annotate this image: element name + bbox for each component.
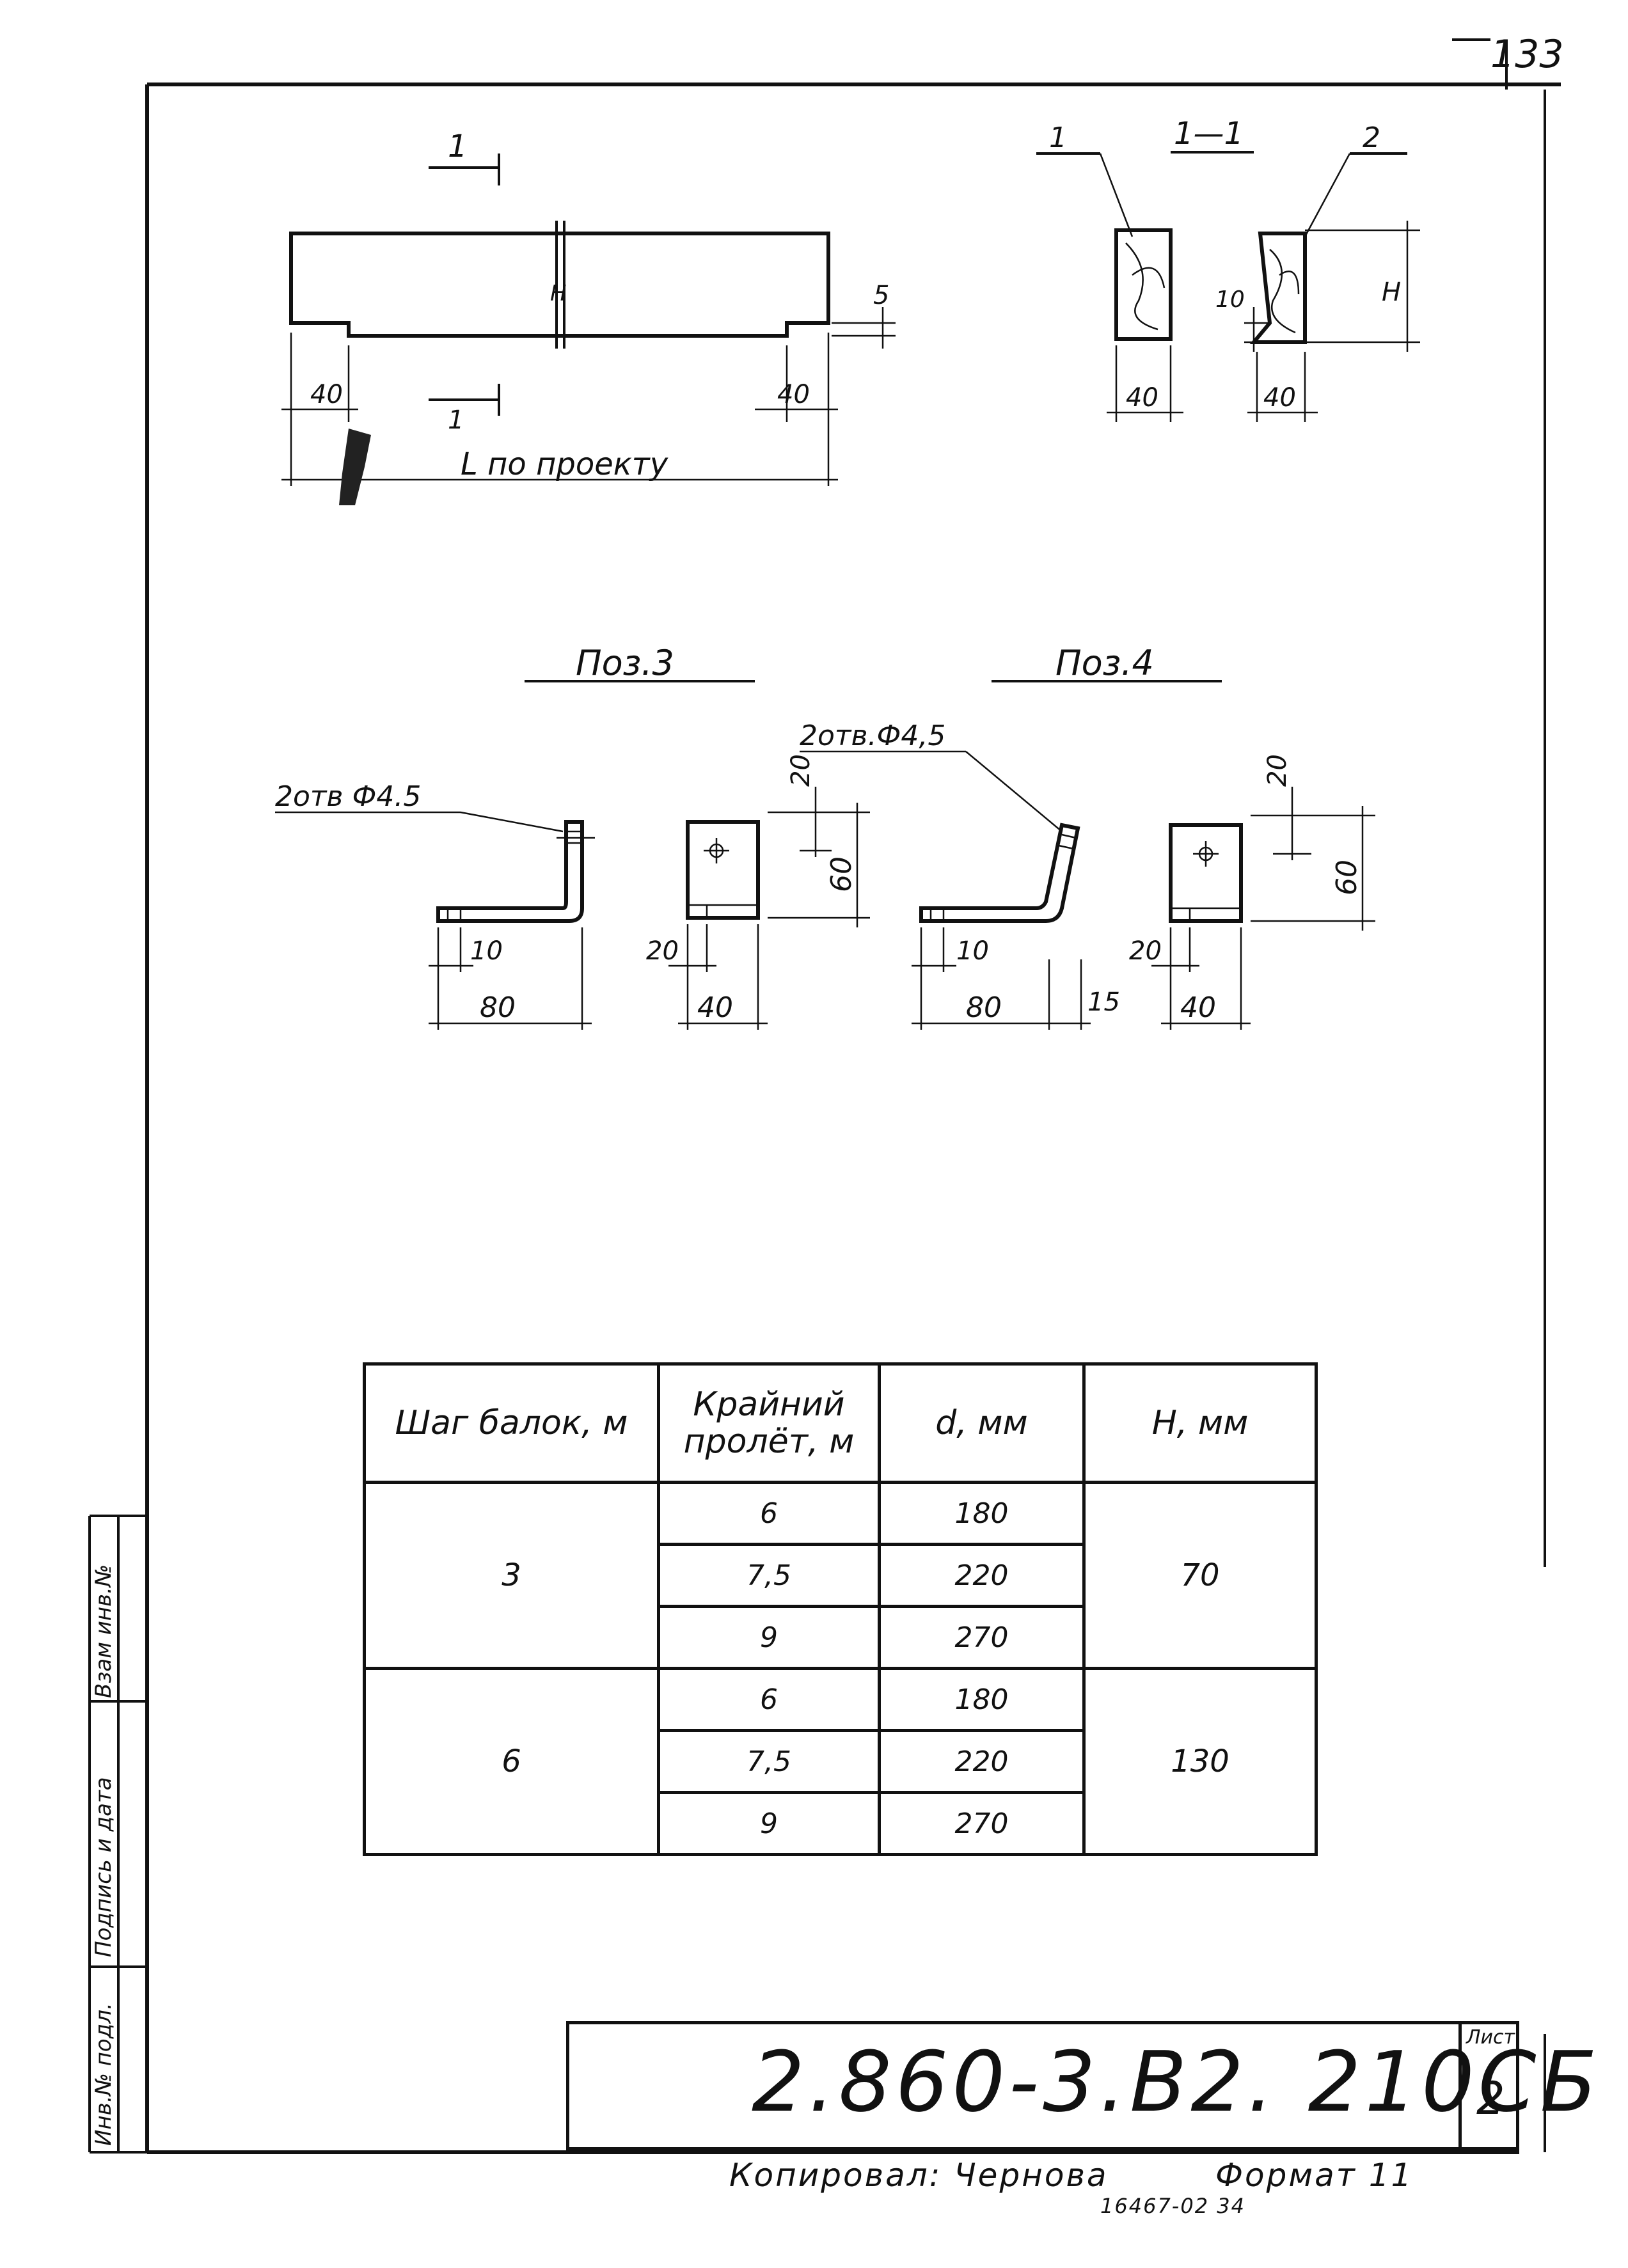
side-signature-date: Подпись и дата bbox=[91, 1777, 116, 1957]
dim-left-40: 40 bbox=[310, 380, 343, 409]
beam-height-label: H bbox=[550, 281, 567, 306]
pos3-holes-label: 2отв Ф4.5 bbox=[275, 780, 421, 813]
pos4-dim-80: 80 bbox=[966, 991, 1002, 1024]
section-title: 1—1 bbox=[1174, 116, 1244, 152]
section-marker-bottom: 1 bbox=[448, 406, 464, 435]
sheet-number: 2 bbox=[1476, 2072, 1505, 2125]
pos4-dim-20-top: 20 bbox=[1263, 754, 1292, 787]
header-h: H, мм bbox=[1082, 1362, 1318, 1484]
pos3-title: Поз.3 bbox=[576, 643, 674, 683]
table-cell-d: 270 bbox=[878, 1605, 1086, 1670]
pos4-holes-label: 2отв.Ф4,5 bbox=[800, 720, 945, 752]
table-cell-d: 220 bbox=[878, 1729, 1086, 1794]
pos4-dim-15: 15 bbox=[1087, 988, 1120, 1017]
drawing-labels: 1 1 H 40 40 5 L по проекту 1—1 1 2 10 H … bbox=[275, 116, 1401, 1024]
side-inv-original: Инв.№ подл. bbox=[91, 2003, 116, 2146]
pos3-drawing bbox=[275, 680, 870, 1030]
table-cell-d: 180 bbox=[878, 1667, 1086, 1732]
callout-1: 1 bbox=[1049, 122, 1067, 154]
pos3-dim-80: 80 bbox=[480, 991, 516, 1024]
table-cell-span: 7,5 bbox=[657, 1729, 881, 1794]
header-span: Крайний пролёт, м bbox=[657, 1362, 881, 1484]
callout-2: 2 bbox=[1363, 122, 1380, 154]
dim-5: 5 bbox=[873, 281, 889, 310]
header-step: Шаг балок, м bbox=[363, 1362, 660, 1484]
pos3-dim-20-side: 20 bbox=[646, 936, 679, 966]
table-cell-span: 7,5 bbox=[657, 1543, 881, 1608]
pos4-dim-20-side: 20 bbox=[1129, 936, 1162, 966]
table-cell-d: 180 bbox=[878, 1481, 1086, 1546]
table-cell-d: 220 bbox=[878, 1543, 1086, 1608]
group2-step: 6 bbox=[363, 1667, 660, 1856]
section-1-1 bbox=[1036, 151, 1420, 422]
pos4-drawing bbox=[800, 680, 1375, 1030]
copied-by: Копировал: Чернова bbox=[729, 2157, 1109, 2194]
pos4-title: Поз.4 bbox=[1055, 643, 1154, 683]
side-stamp-grid bbox=[88, 1515, 147, 2154]
table-cell-span: 9 bbox=[657, 1605, 881, 1670]
group1-h: 70 bbox=[1082, 1481, 1318, 1670]
pos3-dim-20-top: 20 bbox=[786, 754, 816, 787]
archive-stamp: 16467-02 34 bbox=[1100, 2194, 1245, 2218]
side-inv-replaced: Взам инв.№ bbox=[91, 1564, 116, 1698]
table-cell-span: 6 bbox=[657, 1481, 881, 1546]
length-label: L по проекту bbox=[461, 446, 668, 482]
sheet-frame bbox=[145, 38, 1561, 2154]
sheet-box bbox=[1458, 2021, 1519, 2150]
parameters-table: Шаг балок, м Крайний пролёт, м d, мм H, … bbox=[363, 1362, 1318, 1856]
title-block bbox=[566, 2021, 1458, 2150]
pos3-dim-10: 10 bbox=[470, 936, 503, 966]
section-dim-40-right: 40 bbox=[1263, 383, 1296, 413]
header-d: d, мм bbox=[878, 1362, 1086, 1484]
group1-step: 3 bbox=[363, 1481, 660, 1670]
section-height-label: H bbox=[1382, 278, 1401, 307]
page-number: 133 bbox=[1490, 32, 1564, 77]
pos4-dim-10: 10 bbox=[956, 936, 989, 966]
pos3-dim-60: 60 bbox=[825, 856, 858, 892]
table-cell-d: 270 bbox=[878, 1791, 1086, 1856]
section-dim-40-left: 40 bbox=[1126, 383, 1158, 413]
section-dim-10: 10 bbox=[1215, 287, 1245, 313]
pos4-dim-40: 40 bbox=[1180, 991, 1216, 1024]
format-label: Формат 11 bbox=[1215, 2157, 1414, 2194]
beam-elevation bbox=[281, 154, 896, 505]
table-cell-span: 6 bbox=[657, 1667, 881, 1732]
section-marker-top: 1 bbox=[448, 129, 468, 164]
table-cell-span: 9 bbox=[657, 1791, 881, 1856]
dim-right-40: 40 bbox=[777, 380, 810, 409]
pos4-dim-60: 60 bbox=[1331, 860, 1363, 895]
pos3-dim-40: 40 bbox=[697, 991, 733, 1024]
sheet-label: Лист bbox=[1466, 2026, 1515, 2049]
document-code: 2.860-3.В2. 210СБ bbox=[752, 2033, 1601, 2130]
group2-h: 130 bbox=[1082, 1667, 1318, 1856]
